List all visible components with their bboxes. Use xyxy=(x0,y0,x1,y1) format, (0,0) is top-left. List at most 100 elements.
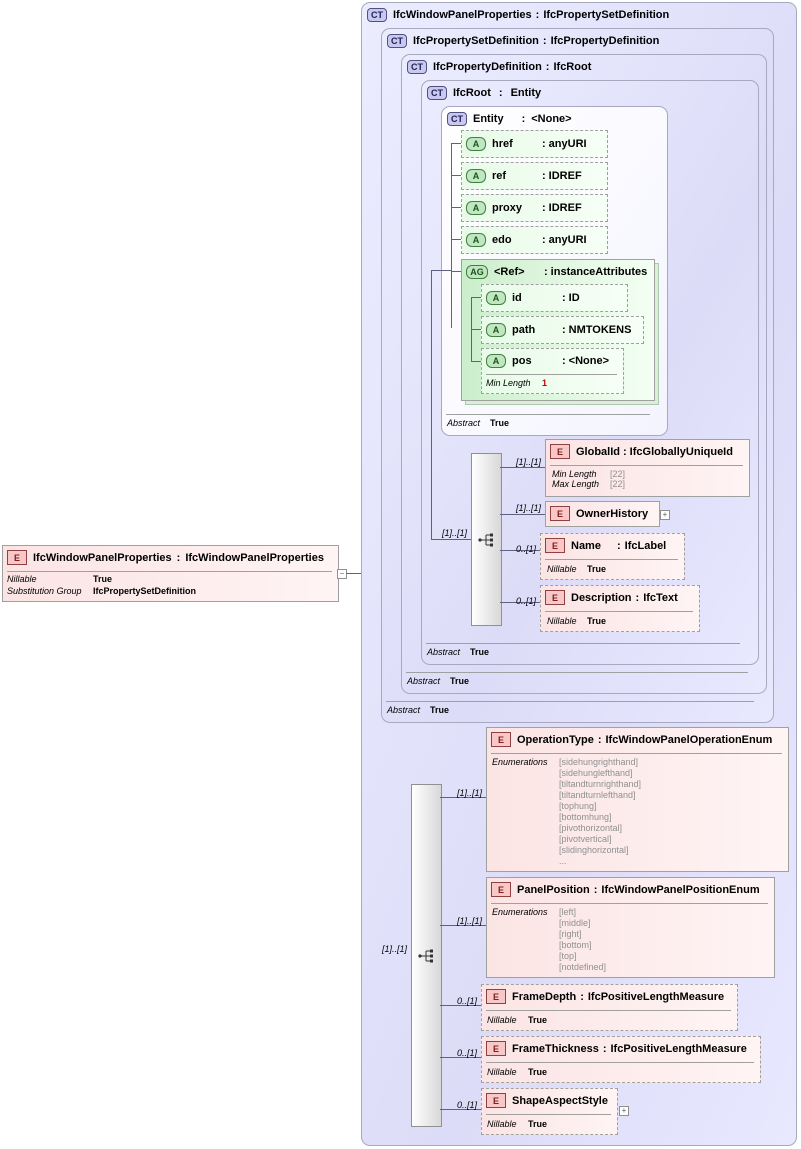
element-panel-position[interactable]: E PanelPosition : IfcWindowPanelPosition… xyxy=(486,877,775,978)
enum-value: [middle] xyxy=(559,918,591,928)
element-header: E OwnerHistory xyxy=(550,506,648,521)
collapse-toggle-icon[interactable]: − xyxy=(337,569,347,579)
attribute-pos[interactable]: A pos : <None> Min Length 1 xyxy=(481,348,624,394)
connector xyxy=(471,361,481,362)
max-length-label: Max Length xyxy=(552,479,600,489)
attribute-id[interactable]: A id : ID xyxy=(481,284,628,312)
element-badge: E xyxy=(486,989,506,1004)
enumerations-label: Enumerations xyxy=(492,907,548,917)
element-header: E FrameDepth : IfcPositiveLengthMeasure xyxy=(486,989,724,1004)
expand-icon[interactable]: + xyxy=(619,1106,629,1116)
attribute-ref[interactable]: A ref : IDREF xyxy=(461,162,608,190)
element-badge: E xyxy=(550,506,570,521)
complex-type-icon: CT xyxy=(427,86,447,100)
connector xyxy=(451,175,461,176)
element-description[interactable]: E Description : IfcText Nillable True xyxy=(540,585,700,632)
attribute-icon: A xyxy=(486,354,506,368)
ct-base: <None> xyxy=(531,113,572,125)
attribute-edo[interactable]: A edo : anyURI xyxy=(461,226,608,254)
attribute-icon: A xyxy=(466,201,486,215)
type-separator: : xyxy=(542,170,546,182)
attribute-name: edo xyxy=(492,234,512,246)
element-operation-type[interactable]: E OperationType : IfcWindowPanelOperatio… xyxy=(486,727,789,872)
type-separator: : xyxy=(597,733,602,746)
complex-type-icon: CT xyxy=(387,34,407,48)
nillable-value: True xyxy=(587,564,607,574)
element-type: IfcPositiveLengthMeasure xyxy=(610,1042,747,1055)
root-element-box[interactable]: E IfcWindowPanelProperties : IfcWindowPa… xyxy=(2,545,339,602)
element-name[interactable]: E Name : IfcLabel Nillable True xyxy=(540,533,685,580)
attribute-icon: A xyxy=(466,169,486,183)
root-element-header: E IfcWindowPanelProperties : IfcWindowPa… xyxy=(7,550,324,565)
sequence-compositor[interactable] xyxy=(471,453,502,626)
ct-base: IfcPropertySetDefinition xyxy=(543,9,670,21)
element-badge: E xyxy=(486,1093,506,1108)
cardinality: 0..[1] xyxy=(516,544,537,554)
attribute-name: ref xyxy=(492,170,507,182)
attribute-type: ID xyxy=(568,292,580,304)
type-separator: : xyxy=(617,539,621,552)
element-global-id[interactable]: E GlobalId : IfcGloballyUniqueId Min Len… xyxy=(545,439,750,497)
ct-base: IfcPropertyDefinition xyxy=(550,35,660,47)
connector xyxy=(471,297,481,298)
enum-value: ... xyxy=(559,856,567,866)
element-header: E FrameThickness : IfcPositiveLengthMeas… xyxy=(486,1041,747,1056)
divider xyxy=(486,1114,611,1115)
element-shape-aspect-style[interactable]: E ShapeAspectStyle Nillable True xyxy=(481,1088,618,1135)
ct-header: CT IfcPropertyDefinition : IfcRoot xyxy=(407,60,591,74)
connector xyxy=(440,797,486,798)
abstract-value: True xyxy=(470,647,490,657)
attribute-name: proxy xyxy=(492,202,522,214)
attribute-type: <None> xyxy=(568,355,610,367)
connector xyxy=(500,467,545,468)
connector xyxy=(451,239,461,240)
connector xyxy=(451,143,461,144)
type-separator: : xyxy=(562,292,566,304)
attribute-path[interactable]: A path : NMTOKENS xyxy=(481,316,644,344)
divider xyxy=(446,414,650,415)
attribute-href[interactable]: A href : anyURI xyxy=(461,130,608,158)
expand-icon[interactable]: + xyxy=(660,510,670,520)
min-length-value: [22] xyxy=(610,469,626,479)
divider xyxy=(545,611,693,612)
ct-name: Entity xyxy=(473,113,504,125)
attribute-type: IDREF xyxy=(548,202,582,214)
sequence-icon xyxy=(477,533,493,546)
attribute-name: pos xyxy=(512,355,532,367)
element-name: FrameDepth xyxy=(512,990,577,1003)
attribute-icon: A xyxy=(486,291,506,305)
type-separator: : xyxy=(562,355,566,367)
type-separator: : xyxy=(580,990,584,1003)
type-separator: : xyxy=(176,551,181,564)
element-frame-thickness[interactable]: E FrameThickness : IfcPositiveLengthMeas… xyxy=(481,1036,761,1083)
attribute-group-icon: AG xyxy=(466,265,488,279)
attribute-proxy[interactable]: A proxy : IDREF xyxy=(461,194,608,222)
ct-header: CT IfcWindowPanelProperties : IfcPropert… xyxy=(367,8,669,22)
divider xyxy=(486,1010,731,1011)
root-prop-value-nillable: True xyxy=(93,574,113,584)
ct-name: IfcPropertySetDefinition xyxy=(413,35,539,47)
divider xyxy=(491,903,768,904)
ct-name: IfcPropertyDefinition xyxy=(433,61,542,73)
element-owner-history[interactable]: E OwnerHistory xyxy=(545,501,660,527)
connector xyxy=(431,270,432,540)
element-frame-depth[interactable]: E FrameDepth : IfcPositiveLengthMeasure … xyxy=(481,984,738,1031)
nillable-value: True xyxy=(528,1119,548,1129)
type-separator: : xyxy=(542,234,546,246)
element-badge: E xyxy=(486,1041,506,1056)
type-separator: : xyxy=(535,9,540,21)
element-name: ShapeAspectStyle xyxy=(512,1094,608,1107)
attribute-group-type: instanceAttributes xyxy=(550,266,648,278)
cardinality: [1]..[1] xyxy=(457,788,483,798)
min-length-label: Min Length xyxy=(486,378,531,388)
divider xyxy=(486,1062,754,1063)
enum-value: [right] xyxy=(559,929,582,939)
main-sequence-compositor[interactable] xyxy=(411,784,442,1127)
nillable-label: Nillable xyxy=(547,616,577,626)
attribute-name: path xyxy=(512,324,536,336)
complex-type-icon: CT xyxy=(447,112,467,126)
connector xyxy=(440,1057,481,1058)
element-type: IfcGloballyUniqueId xyxy=(629,445,733,458)
attribute-name: href xyxy=(492,138,513,150)
min-length-label: Min Length xyxy=(552,469,597,479)
